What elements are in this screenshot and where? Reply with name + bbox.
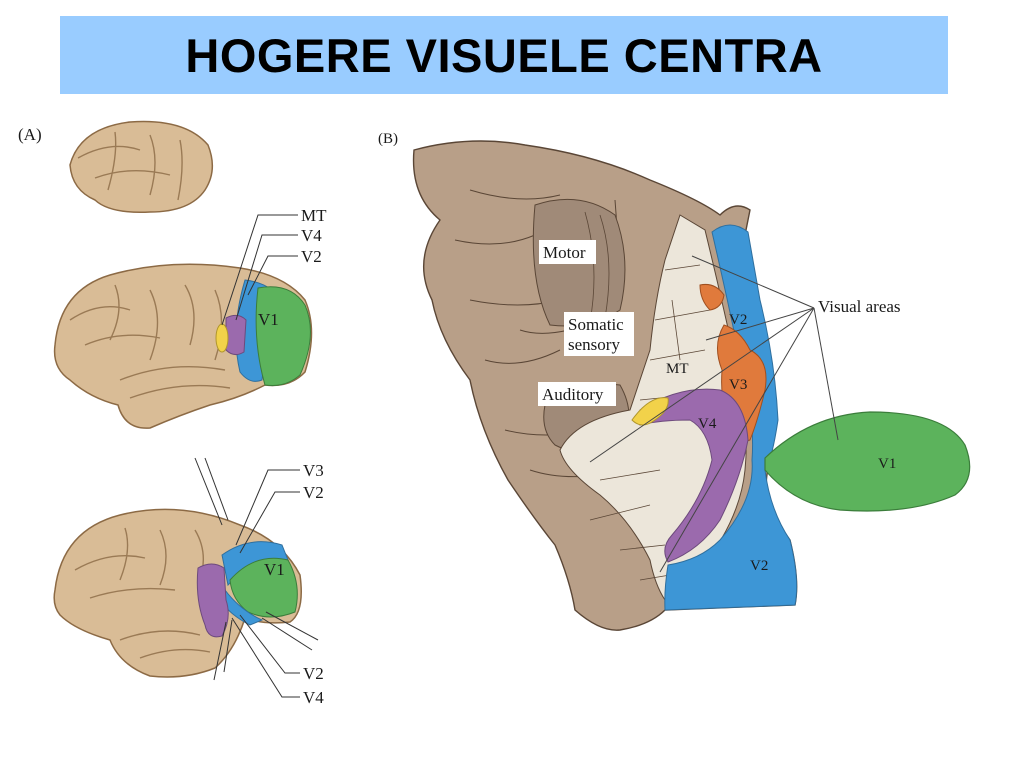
- somatic-label-box: [564, 312, 634, 356]
- callout-v3-label: V3: [303, 461, 324, 480]
- title-banner: HOGERE VISUELE CENTRA: [60, 16, 948, 94]
- callout-mt-label: MT: [301, 206, 327, 225]
- v3-area-label: V3: [729, 377, 747, 393]
- motor-label: Motor: [543, 243, 586, 262]
- callout-v4-label: V4: [301, 226, 322, 245]
- callout-v4-lower-label: V4: [303, 688, 324, 707]
- lateral-v1-label: V1: [258, 310, 279, 329]
- medial-v1-label: V1: [264, 560, 285, 579]
- lateral-callouts: MT V4 V2: [221, 206, 327, 326]
- v2-upper-area-label: V2: [729, 312, 747, 328]
- flattened-cortex-map: [412, 140, 971, 631]
- callout-v2-lower-label: V2: [303, 664, 324, 683]
- v2-lower-area-label: V2: [750, 558, 768, 574]
- auditory-label-box: [538, 382, 616, 406]
- v1-area-label: V1: [878, 456, 896, 472]
- callout-v2-label: V2: [301, 247, 322, 266]
- motor-label-box: [539, 240, 596, 264]
- v4-area-label: V4: [698, 416, 717, 432]
- somatic-label-line1: Somatic: [568, 315, 624, 334]
- panel-a-label: (A): [18, 125, 42, 144]
- somatic-label-line2: sensory: [568, 335, 620, 354]
- visual-areas-label: Visual areas: [818, 297, 901, 316]
- small-brain-illustration: [69, 120, 214, 213]
- medial-brain-illustration: V1: [53, 508, 302, 678]
- panel-b-label: (B): [378, 131, 398, 147]
- page-title: HOGERE VISUELE CENTRA: [185, 28, 823, 82]
- callout-v2-upper-label: V2: [303, 483, 324, 502]
- auditory-label: Auditory: [542, 385, 604, 404]
- visual-areas-callout-lines: [589, 255, 839, 573]
- lateral-brain-illustration: V1: [53, 263, 313, 429]
- mt-area-label: MT: [666, 361, 689, 377]
- medial-callouts: V3 V2 V2 V4: [194, 457, 324, 707]
